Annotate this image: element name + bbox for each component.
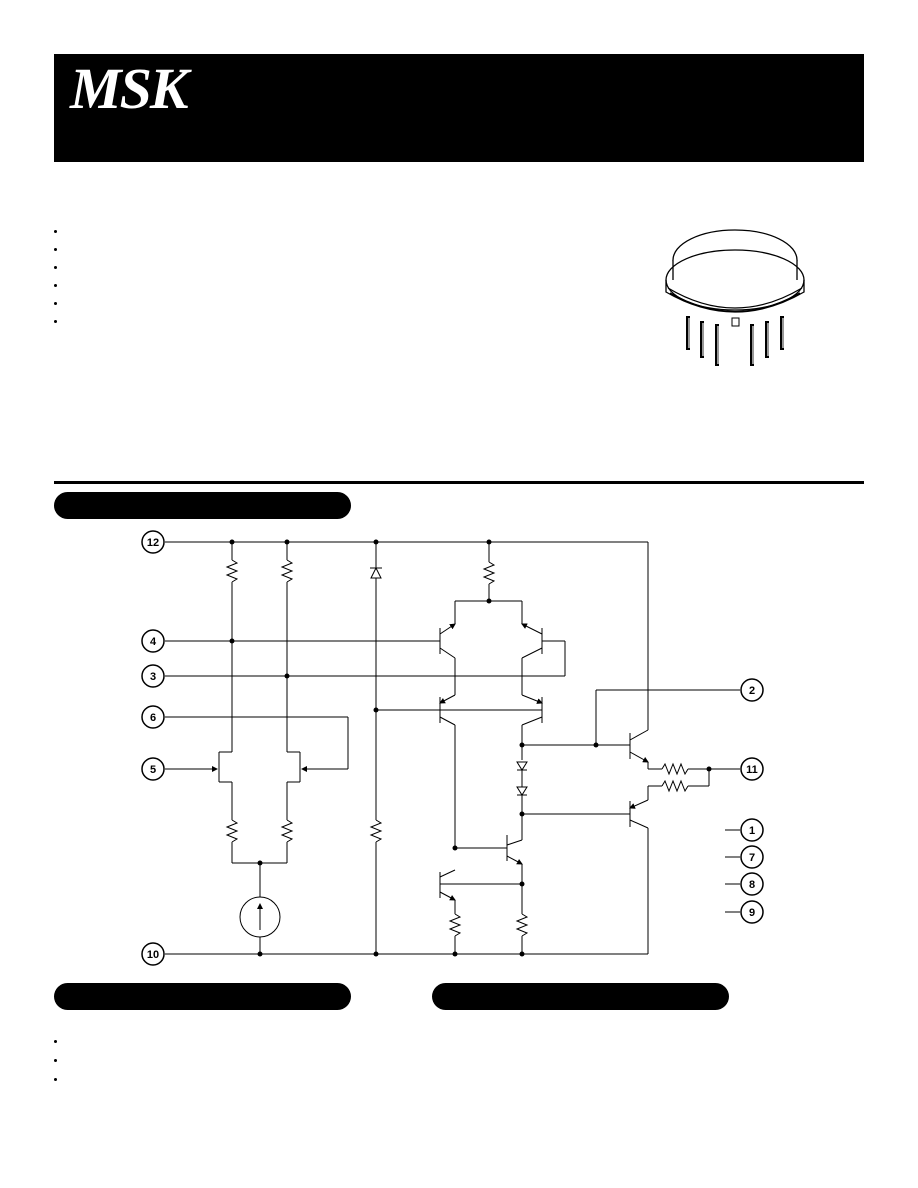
feature-item xyxy=(54,258,68,276)
msk-logo: MSK xyxy=(70,56,189,121)
pin-6-label: 6 xyxy=(150,712,156,724)
features-list xyxy=(54,222,68,330)
section-divider xyxy=(54,481,864,484)
schematic-section-title xyxy=(54,492,351,519)
pin-4-label: 4 xyxy=(150,636,157,648)
feature-item xyxy=(54,312,68,330)
application-item xyxy=(54,1032,68,1051)
pin-9-label: 9 xyxy=(749,907,755,919)
pin-3-label: 3 xyxy=(150,671,156,683)
pin-1-label: 1 xyxy=(749,825,755,837)
pin-12-label: 12 xyxy=(147,537,159,549)
application-item xyxy=(54,1070,68,1089)
feature-item xyxy=(54,294,68,312)
applications-section-title xyxy=(54,983,351,1010)
header-banner xyxy=(54,54,864,162)
pin-8-label: 8 xyxy=(749,879,755,891)
pin-7-label: 7 xyxy=(749,852,755,864)
pin-11-label: 11 xyxy=(746,764,758,776)
pin-5-label: 5 xyxy=(150,764,156,776)
application-item xyxy=(54,1051,68,1070)
pin-2-label: 2 xyxy=(749,685,755,697)
to-package-image xyxy=(665,229,805,366)
applications-list xyxy=(54,1032,68,1089)
feature-item xyxy=(54,276,68,294)
pin-out-section-title xyxy=(432,983,729,1010)
feature-item xyxy=(54,222,68,240)
pin-10-label: 10 xyxy=(147,949,159,961)
feature-item xyxy=(54,240,68,258)
